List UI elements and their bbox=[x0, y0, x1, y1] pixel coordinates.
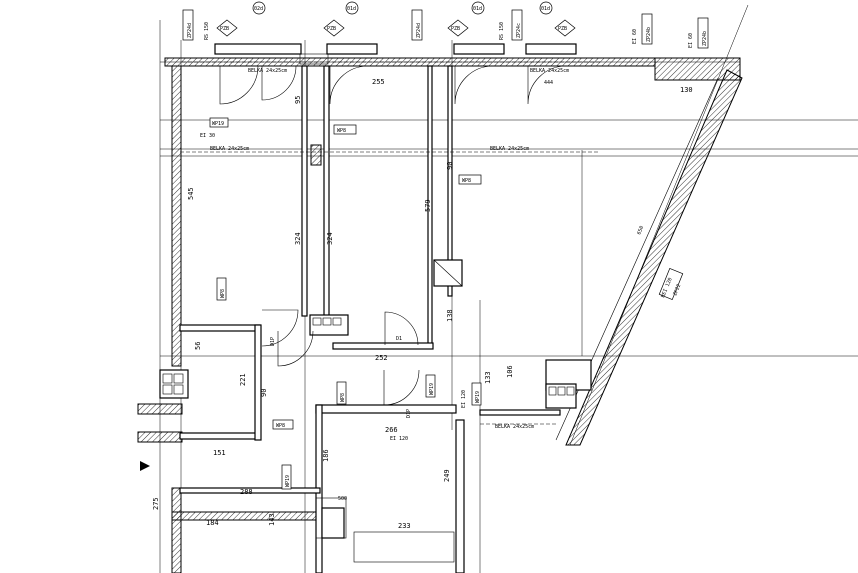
wall-tag: ZP22 bbox=[672, 283, 682, 296]
window-badge-label: PZB bbox=[327, 26, 336, 32]
beam-label: BELKA 24x25cm bbox=[248, 68, 287, 74]
room-tag: WP8 bbox=[220, 289, 226, 298]
dim-label: 130 bbox=[680, 86, 693, 94]
room-tag: WP8 bbox=[340, 393, 346, 402]
room-tag: WP8 bbox=[462, 178, 471, 184]
axis-label: 01d bbox=[347, 6, 356, 12]
beam-label: BELKA 24x25cm bbox=[495, 424, 534, 430]
dim-label: 90 bbox=[260, 389, 268, 397]
axis-label: 01d bbox=[473, 6, 482, 12]
wall-tag: ZP24c bbox=[516, 23, 522, 38]
ei-label: EI 120 bbox=[390, 436, 408, 442]
beam-labels: BELKA 24x25cm BELKA 24x25cm BELKA 24x25c… bbox=[210, 68, 569, 430]
room-tag: WP8 bbox=[276, 423, 285, 429]
room-tag: WP19 bbox=[212, 121, 224, 127]
dim-label: 444 bbox=[544, 80, 553, 86]
dim-label: 186 bbox=[322, 449, 330, 462]
section-arrow bbox=[140, 461, 150, 471]
axis-label: 01d bbox=[541, 6, 550, 12]
dim-label: 500 bbox=[338, 496, 347, 502]
interior-walls bbox=[179, 65, 592, 573]
dim-label: 545 bbox=[187, 187, 195, 200]
room-tag: WP19 bbox=[475, 391, 481, 403]
dim-label: 288 bbox=[240, 488, 253, 496]
rs-label: RS 150 bbox=[499, 22, 505, 40]
ei-label: EI 120 bbox=[461, 390, 467, 408]
axis-markers-top: 02d 01d 01d 01d bbox=[252, 1, 553, 15]
rs-label: RS 150 bbox=[204, 22, 210, 40]
dim-label: 143 bbox=[268, 513, 276, 526]
dim-label: 151 bbox=[213, 449, 226, 457]
fire-rating: EI 60 bbox=[688, 33, 694, 48]
door-label: D1P bbox=[406, 409, 412, 418]
dim-label: 133 bbox=[484, 371, 492, 384]
dim-label: 221 bbox=[239, 373, 247, 386]
window-badges: PZB PZB PZB PZB bbox=[216, 19, 576, 37]
wall-tags-top: ZP24d ZP24d ZP24c ZP24b ZP24b RS 150 RS … bbox=[182, 9, 709, 49]
window-badge-label: PZB bbox=[451, 26, 460, 32]
dim-label: 90 bbox=[446, 162, 454, 170]
dim-label: 56 bbox=[194, 342, 202, 350]
axis-label: 02d bbox=[254, 6, 263, 12]
dim-label: 233 bbox=[398, 522, 411, 530]
dim-label: 650 bbox=[636, 225, 645, 236]
dim-label: 324 bbox=[294, 232, 302, 245]
dim-label: 252 bbox=[375, 354, 388, 362]
wall-tag: ZP24b bbox=[702, 31, 708, 46]
wall-tag: ZP24d bbox=[416, 23, 422, 38]
room-tags: WP19 EI 30 WP8 WP8 WP8 WP8 WP8 WP19 WP19… bbox=[200, 117, 482, 490]
dim-label: 255 bbox=[372, 78, 385, 86]
dim-label: 138 bbox=[446, 309, 454, 322]
room-tag: WP8 bbox=[337, 128, 346, 134]
wall-tag: ZP24d bbox=[187, 23, 193, 38]
dim-label: 106 bbox=[506, 365, 514, 378]
fire-rating: EI 60 bbox=[632, 29, 638, 44]
exterior-wall-left bbox=[137, 65, 323, 573]
ei-label: EI 30 bbox=[200, 133, 215, 139]
dim-label: 95 bbox=[294, 96, 302, 104]
beam-lines bbox=[180, 61, 600, 425]
room-tag: WP19 bbox=[429, 383, 435, 395]
dimension-labels: 545 324 324 579 95 255 444 138 130 90 28… bbox=[152, 78, 693, 530]
wall-tag: ZP24b bbox=[646, 27, 652, 42]
door-labels: D1P D1P D1 bbox=[270, 336, 412, 418]
dim-label: 324 bbox=[326, 232, 334, 245]
beam-label: BELKA 24x25cm bbox=[530, 68, 569, 74]
beam-label: BELKA 24x25cm bbox=[490, 146, 529, 152]
dim-label: 579 bbox=[424, 199, 432, 212]
window-badge-label: PZB bbox=[220, 26, 229, 32]
door-swings bbox=[219, 65, 567, 406]
dim-label: 249 bbox=[443, 469, 451, 482]
beam-label: BELKA 24x25cm bbox=[210, 146, 249, 152]
installation-shafts bbox=[159, 144, 577, 539]
dim-label: 275 bbox=[152, 497, 160, 510]
door-label: D1P bbox=[270, 337, 276, 346]
room-tag: WP19 bbox=[285, 475, 291, 487]
dim-label: 266 bbox=[385, 426, 398, 434]
dim-label: 184 bbox=[206, 519, 219, 527]
window-badge-label: PZB bbox=[558, 26, 567, 32]
diagonal-wall-tags: ZP22 REI 120 bbox=[658, 267, 684, 301]
door-label: D1 bbox=[396, 336, 402, 342]
